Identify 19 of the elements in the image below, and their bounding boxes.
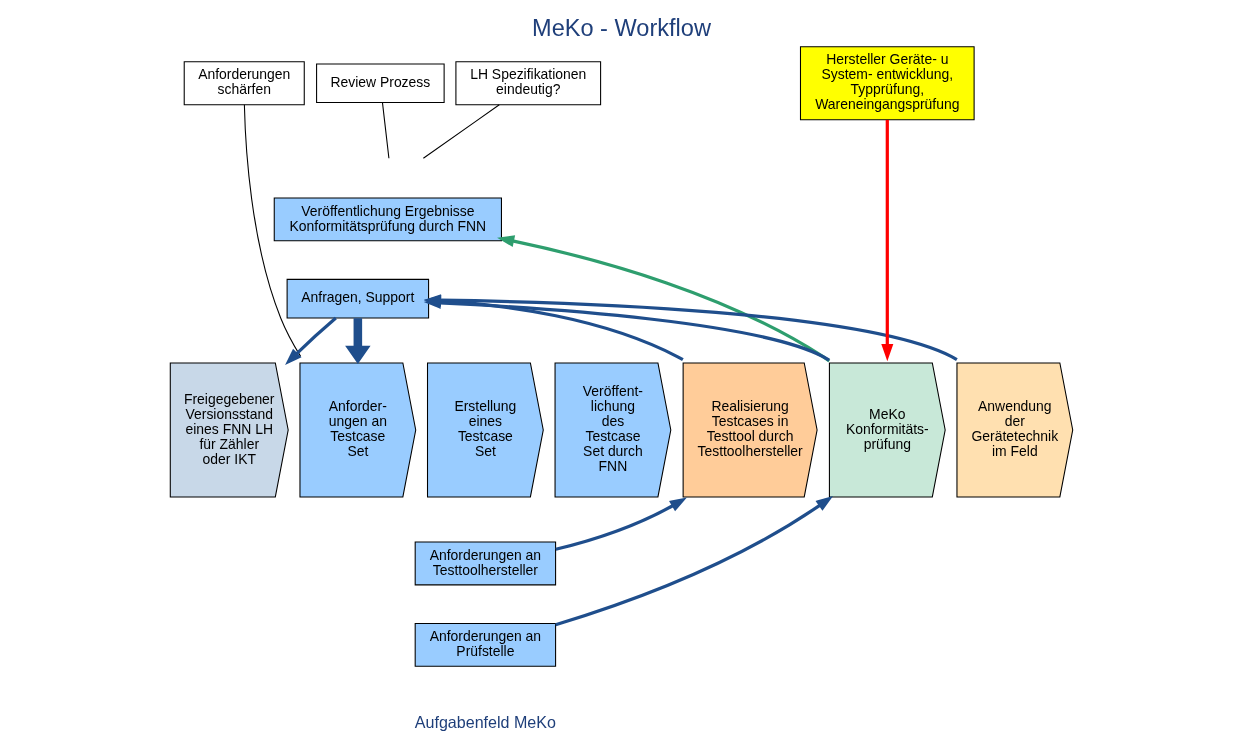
arrow — [555, 496, 834, 627]
arrow — [345, 318, 371, 365]
connector — [243, 104, 302, 357]
arrow — [881, 119, 894, 362]
node-box: Anforderungen an Testtoolhersteller — [414, 541, 557, 586]
arrow — [497, 235, 831, 363]
node-box: Veröffentlichung Ergebnisse Konformitätsprüfung durch FNN — [273, 197, 502, 242]
diagram-title: MeKo - Workflow — [532, 14, 711, 41]
node-box: Anfragen, Support — [286, 278, 430, 319]
connector — [422, 104, 500, 159]
label: Aufgabenfeld MeKo — [414, 712, 556, 731]
node-box: Review Prozess — [316, 63, 445, 104]
node-box: LH Spezifikationen eindeutig? — [455, 61, 602, 106]
node-box: Anforderungen an Prüfstelle — [414, 622, 557, 667]
arrow — [285, 316, 337, 366]
node-box: Hersteller Geräte- u System- entwicklung, Typprüfung, Wareneingangsprüfung — [799, 46, 975, 121]
connector — [381, 102, 390, 159]
arrow — [555, 497, 687, 551]
node-box: Anforderungen schärfen — [183, 61, 305, 106]
